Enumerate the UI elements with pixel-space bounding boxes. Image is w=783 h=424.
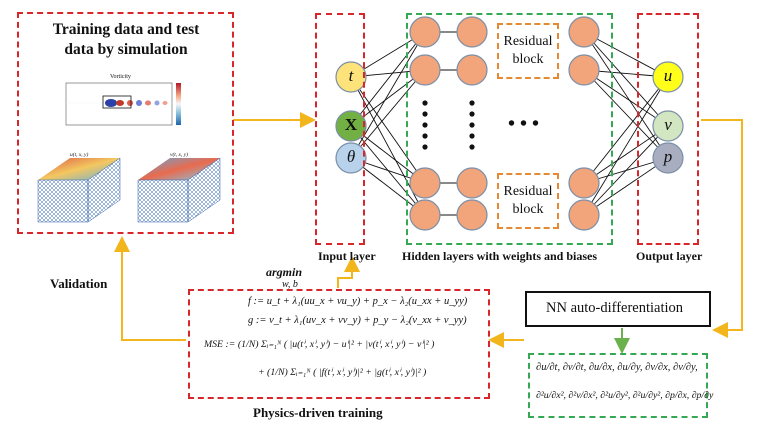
flow-arrows [114, 112, 743, 354]
input-symbol-0: t [348, 66, 354, 85]
hidden-ellipsis: • • • [508, 113, 540, 135]
autodiff-label: NN auto-differentiation [546, 300, 684, 316]
derivatives-row2: ∂²u/∂x², ∂²v/∂x², ∂²u/∂y², ∂²u/∂y², ∂p/∂… [536, 390, 714, 401]
equation-mse-2: + (1/N) Σᵢ₌₁ᴺ ( |f(tⁱ, xⁱ, yⁱ)|² + |g(tⁱ… [258, 367, 427, 378]
connection-line [583, 125, 669, 216]
output-symbol-0: u [663, 66, 673, 85]
simulation-title-line1: Training data and test [52, 21, 200, 38]
input-symbol-1: X [344, 115, 358, 134]
ellipsis-dot [469, 122, 475, 128]
ellipsis-dot [469, 111, 475, 117]
output-neuron-2 [652, 142, 684, 174]
hidden-neuron [409, 16, 441, 48]
hidden-neuron [568, 167, 600, 199]
hidden-layers-box [406, 13, 613, 245]
connection-line [583, 31, 669, 159]
output-neuron-1 [652, 110, 684, 142]
ellipsis-dot [422, 100, 428, 106]
input-symbol-2: θ [346, 147, 356, 166]
residual-block-bottom [497, 173, 559, 229]
derivatives-row1: ∂u/∂t, ∂v/∂t, ∂u/∂x, ∂u/∂y, ∂v/∂x, ∂v/∂y… [536, 362, 698, 373]
residual-block-bottom-line1: Residual [503, 184, 553, 199]
output-symbol-2: p [663, 147, 673, 166]
ellipsis-dot [422, 144, 428, 150]
output-neuron-0 [652, 61, 684, 93]
residual-block-top-line1: Residual [503, 34, 553, 49]
input-neuron-1 [335, 110, 367, 142]
ellipsis-dot [422, 133, 428, 139]
connection-line [583, 76, 669, 216]
connection-line [583, 31, 669, 78]
validation-label: Validation [50, 276, 108, 291]
surface-label-v: v(t, x, y) [170, 152, 189, 158]
hidden-neuron [409, 167, 441, 199]
residual-block-bottom-line2: block [512, 202, 544, 217]
surface-label-u: u(t, x, y) [70, 152, 89, 158]
ellipsis-dot [469, 100, 475, 106]
ellipsis-dot [469, 133, 475, 139]
input-neuron-0 [335, 61, 367, 93]
connection-line [583, 157, 669, 216]
vorticity-plot-title: Vorticity [110, 74, 131, 80]
hidden-neuron [568, 16, 600, 48]
input-layer-box [315, 13, 365, 245]
connection-line [583, 31, 669, 127]
hidden-neuron [456, 167, 488, 199]
input-layer-label: Input layer [318, 249, 376, 263]
surface-plot-v [137, 157, 221, 223]
connection-line [583, 76, 669, 184]
ellipsis-dot [422, 111, 428, 117]
ellipsis-dot [469, 144, 475, 150]
equation-g: g := v_t + λ₁(uv_x + vv_y) + p_y − λ₂(v_… [248, 315, 467, 326]
equation-mse-1: MSE := (1/N) Σᵢ₌₁ᴺ ( |u(tⁱ, xⁱ, yⁱ) − uⁱ… [204, 339, 435, 350]
input-neuron-2 [335, 142, 367, 174]
ellipsis-dot [422, 122, 428, 128]
connection-line [583, 125, 669, 184]
autodiff-box [525, 291, 711, 327]
hidden-neuron [568, 54, 600, 86]
vorticity-plot [65, 82, 181, 126]
hidden-neuron [456, 199, 488, 231]
hidden-neuron [409, 199, 441, 231]
hidden-layers-label: Hidden layers with weights and biases [402, 249, 598, 263]
residual-block-top-line2: block [512, 52, 544, 67]
surface-plot-u [37, 157, 121, 223]
simulation-title-line2: data by simulation [64, 41, 188, 58]
neurons [335, 16, 684, 231]
residual-block-top [497, 23, 559, 79]
physics-loss-box [188, 289, 490, 399]
hidden-neuron [409, 54, 441, 86]
equation-f: f := u_t + λ₁(uu_x + vu_y) + p_x − λ₂(u_… [248, 296, 468, 307]
hidden-neuron [568, 199, 600, 231]
hidden-neuron [456, 54, 488, 86]
simulation-data-box [17, 12, 234, 234]
physics-training-label: Physics-driven training [253, 405, 383, 420]
output-layer-box [637, 13, 699, 245]
connection-line [583, 69, 669, 159]
derivatives-box [528, 353, 708, 418]
output-symbol-1: v [664, 115, 672, 134]
argmin-subscript: w, b [282, 279, 298, 290]
argmin-label: argmin [266, 265, 303, 279]
hidden-neuron [456, 16, 488, 48]
output-layer-label: Output layer [636, 249, 703, 263]
connection-line [583, 69, 669, 127]
